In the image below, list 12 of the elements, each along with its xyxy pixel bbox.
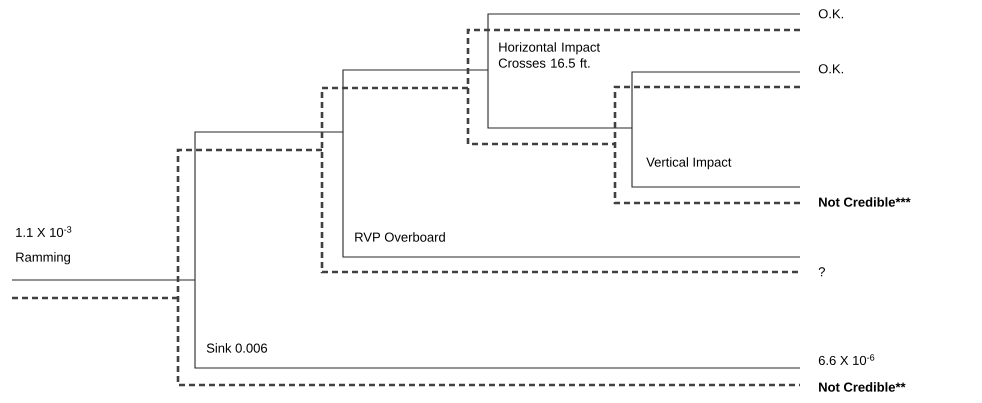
branch-label: Horizontal Impact Crosses 16.5 ft. bbox=[498, 42, 600, 68]
branch-label: RVP Overboard bbox=[355, 232, 445, 242]
outcome-label: Not Credible** bbox=[819, 382, 906, 392]
branch-label: Sink 0.006 bbox=[206, 343, 268, 353]
outcome-label: 6.6 X 10$^{-6}$ bbox=[818, 354, 874, 366]
branch-label: Ramming bbox=[16, 252, 70, 264]
outcome-label: O.K. bbox=[818, 64, 844, 74]
outcome-label: ? bbox=[818, 267, 825, 276]
outcome-label: O.K. bbox=[818, 9, 844, 18]
branch-label: Vertical Impact bbox=[646, 157, 732, 170]
outcome-label: Not Credible*** bbox=[819, 197, 911, 207]
branch-label: 1.1 X 10$^{-3}$ bbox=[16, 226, 72, 238]
